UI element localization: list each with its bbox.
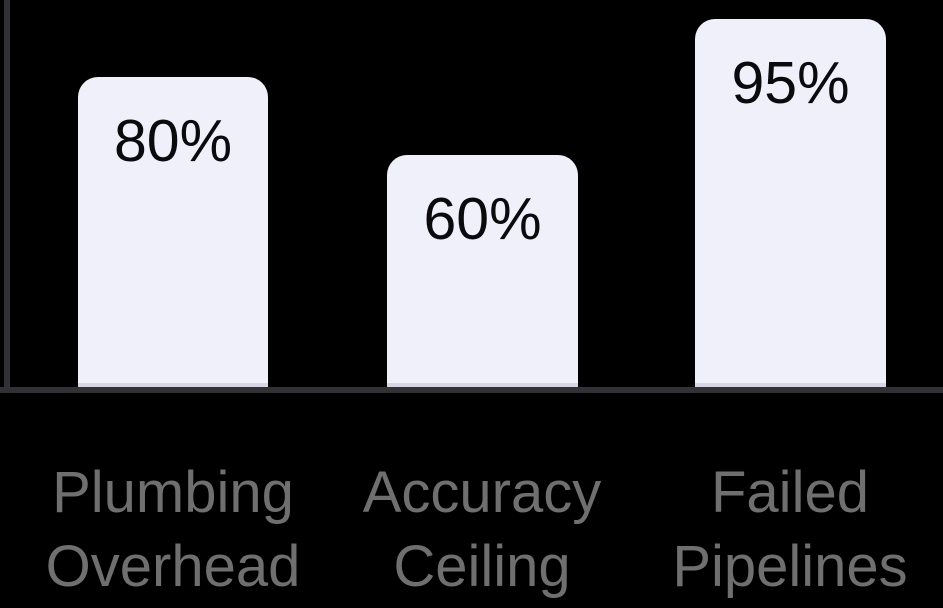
category-label-line: Overhead bbox=[45, 534, 301, 599]
category-label-line: Pipelines bbox=[672, 534, 908, 599]
bar-value-label: 60% bbox=[423, 186, 542, 252]
y-axis-line bbox=[4, 0, 10, 391]
category-label-accuracy-ceiling: Accuracy Ceiling bbox=[312, 456, 652, 604]
category-label-failed-pipelines: Failed Pipelines bbox=[620, 456, 943, 604]
x-axis-line bbox=[0, 387, 943, 393]
bar-accuracy-ceiling: 60% bbox=[387, 155, 578, 387]
bar-plumbing-overhead: 80% bbox=[78, 77, 268, 387]
bar-value-label: 80% bbox=[113, 108, 233, 174]
category-label-line: Ceiling bbox=[393, 534, 571, 599]
category-label-line: Failed bbox=[711, 460, 869, 525]
category-label-plumbing-overhead: Plumbing Overhead bbox=[3, 456, 343, 604]
category-label-line: Accuracy bbox=[362, 460, 602, 525]
category-label-line: Plumbing bbox=[52, 460, 294, 525]
bar-value-label: 95% bbox=[731, 50, 850, 116]
bar-failed-pipelines: 95% bbox=[695, 19, 886, 387]
